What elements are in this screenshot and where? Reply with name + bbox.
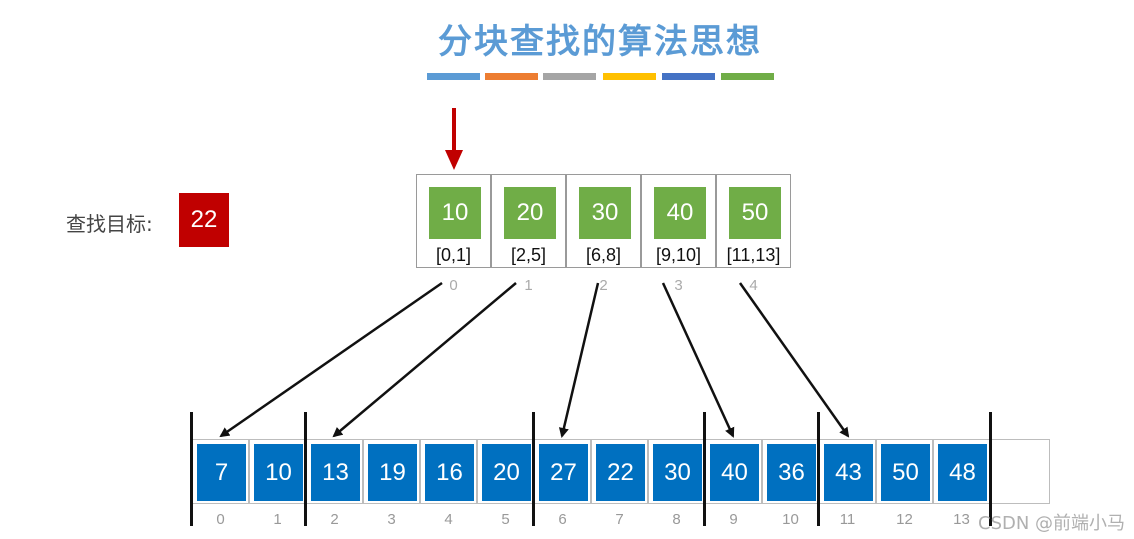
array-cell: 22	[591, 439, 648, 504]
block-range-label: [6,8]	[585, 245, 622, 265]
block-range-label: [11,13]	[726, 245, 781, 265]
array-element: 20	[482, 444, 531, 501]
array-cell: 16	[420, 439, 477, 504]
block-max-box: 40	[654, 187, 706, 239]
array-cell: 40	[705, 439, 762, 504]
array-index: 0	[216, 511, 225, 528]
block-2-arrow	[558, 282, 600, 438]
array-element: 43	[824, 444, 873, 501]
block-range-label: [9,10]	[655, 245, 702, 265]
array-index: 13	[953, 511, 970, 528]
array-index: 10	[782, 511, 799, 528]
array-index: 8	[672, 511, 681, 528]
page-title: 分块查找的算法思想	[438, 22, 762, 62]
block-max-box: 10	[429, 187, 481, 239]
index-table-cell: 40 [9,10]	[641, 174, 716, 268]
index-table-cell: 10 [0,1]	[416, 174, 491, 268]
array-index: 3	[387, 511, 396, 528]
color-bar-3	[543, 73, 596, 80]
array-index: 7	[615, 511, 624, 528]
block-range-label: [0,1]	[435, 245, 472, 265]
index-table-index: 4	[749, 277, 758, 294]
index-table-index: 2	[599, 277, 608, 294]
block-max-box: 20	[504, 187, 556, 239]
array-index: 1	[273, 511, 282, 528]
watermark: CSDN @前端小马	[978, 513, 1126, 534]
block-divider	[703, 412, 706, 526]
target-value-box: 22	[179, 193, 229, 247]
block-divider	[190, 412, 193, 526]
array-element: 48	[938, 444, 987, 501]
index-table-index: 3	[674, 277, 683, 294]
block-1-arrow	[332, 282, 517, 438]
array-index: 4	[444, 511, 453, 528]
array-element: 7	[197, 444, 246, 501]
color-bar-1	[427, 73, 480, 80]
block-range-label: [2,5]	[510, 245, 547, 265]
array-index: 9	[729, 511, 738, 528]
array-element: 36	[767, 444, 816, 501]
block-divider	[532, 412, 535, 526]
block-max-box: 30	[579, 187, 631, 239]
array-cell: 30	[648, 439, 705, 504]
block-4-arrow	[738, 282, 850, 438]
target-label: 查找目标:	[66, 212, 153, 236]
array-element: 50	[881, 444, 930, 501]
array-element: 40	[710, 444, 759, 501]
block-divider	[817, 412, 820, 526]
index-table-index: 1	[524, 277, 533, 294]
array-cell: 7	[192, 439, 249, 504]
block-0-arrow	[219, 281, 443, 438]
array-index: 11	[839, 511, 856, 528]
index-table-cell: 20 [2,5]	[491, 174, 566, 268]
color-bar-4	[603, 73, 656, 80]
array-element: 10	[254, 444, 303, 501]
index-table-cell: 50 [11,13]	[716, 174, 791, 268]
block-max-box: 50	[729, 187, 781, 239]
array-index: 12	[896, 511, 913, 528]
array-element: 22	[596, 444, 645, 501]
index-table-index: 0	[449, 277, 458, 294]
array-cell: 50	[876, 439, 933, 504]
array-index: 2	[330, 511, 339, 528]
array-index: 6	[558, 511, 567, 528]
array-element: 27	[539, 444, 588, 501]
color-bar-6	[721, 73, 774, 80]
array-element: 16	[425, 444, 474, 501]
array-element: 19	[368, 444, 417, 501]
array-cell: 20	[477, 439, 534, 504]
array-cell: 48	[933, 439, 990, 504]
array-cell: 43	[819, 439, 876, 504]
array-index: 5	[501, 511, 510, 528]
array-cell: 13	[306, 439, 363, 504]
index-table-cell: 30 [6,8]	[566, 174, 641, 268]
array-cell: 19	[363, 439, 420, 504]
block-3-arrow	[661, 282, 735, 438]
array-element: 30	[653, 444, 702, 501]
color-bar-2	[485, 73, 538, 80]
color-bar-5	[662, 73, 715, 80]
search-pointer-arrow	[445, 108, 463, 170]
array-cell: 10	[249, 439, 306, 504]
array-element: 13	[311, 444, 360, 501]
array-cell: 36	[762, 439, 819, 504]
block-divider	[989, 412, 992, 526]
block-divider	[304, 412, 307, 526]
